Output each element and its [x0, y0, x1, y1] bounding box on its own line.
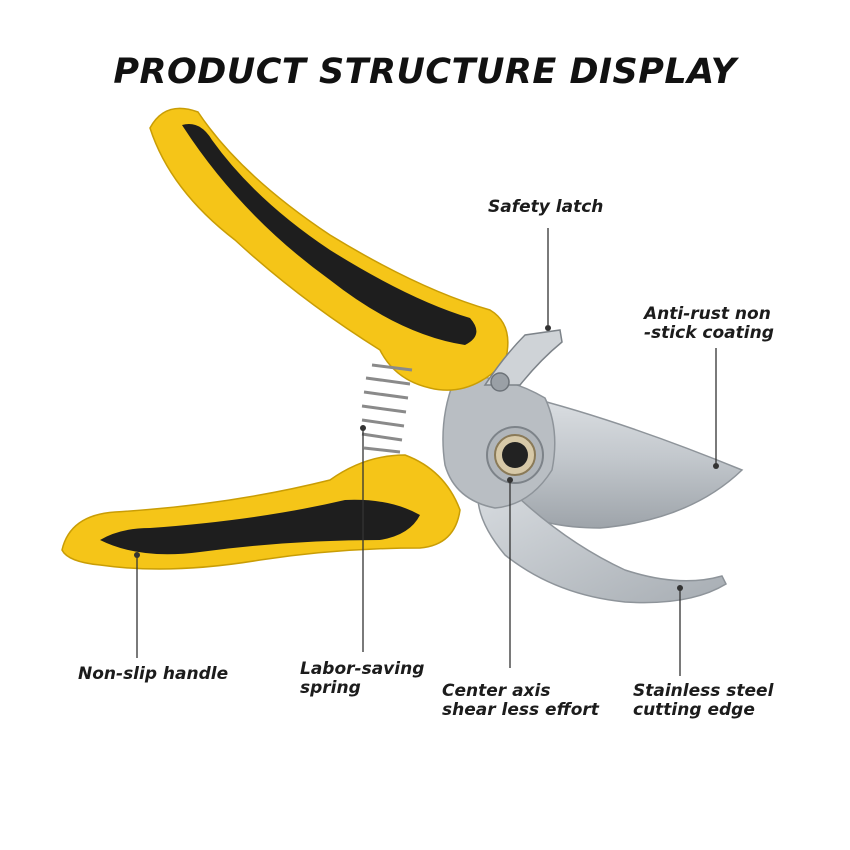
label-cutting-edge-line1: Stainless steel [633, 681, 774, 701]
label-spring-line2: spring [300, 678, 361, 698]
label-center-axis-line1: Center axis [442, 681, 551, 701]
label-non-slip-handle: Non-slip handle [78, 665, 228, 684]
label-safety-latch-text: Safety latch [488, 197, 604, 217]
pivot-hole [502, 442, 528, 468]
label-center-axis-line2: shear less effort [442, 700, 599, 720]
lower-grip [100, 499, 420, 555]
label-spring: Labor-saving spring [300, 660, 424, 698]
label-non-slip-handle-text: Non-slip handle [78, 664, 229, 684]
safety-latch [483, 329, 563, 386]
label-cutting-edge: Stainless steel cutting edge [633, 682, 773, 720]
label-safety-latch: Safety latch [488, 198, 603, 217]
label-spring-line1: Labor-saving [300, 659, 425, 679]
page-title: PRODUCT STRUCTURE DISPLAY [113, 52, 737, 92]
label-cutting-edge-line2: cutting edge [633, 700, 755, 720]
spring [361, 363, 413, 454]
label-anti-rust: Anti-rust non -stick coating [644, 305, 774, 343]
upper-grip [182, 124, 477, 345]
label-center-axis: Center axis shear less effort [442, 682, 599, 720]
label-anti-rust-line1: Anti-rust non [644, 304, 771, 324]
label-anti-rust-line2: -stick coating [644, 323, 774, 343]
lower-blade [477, 478, 727, 604]
